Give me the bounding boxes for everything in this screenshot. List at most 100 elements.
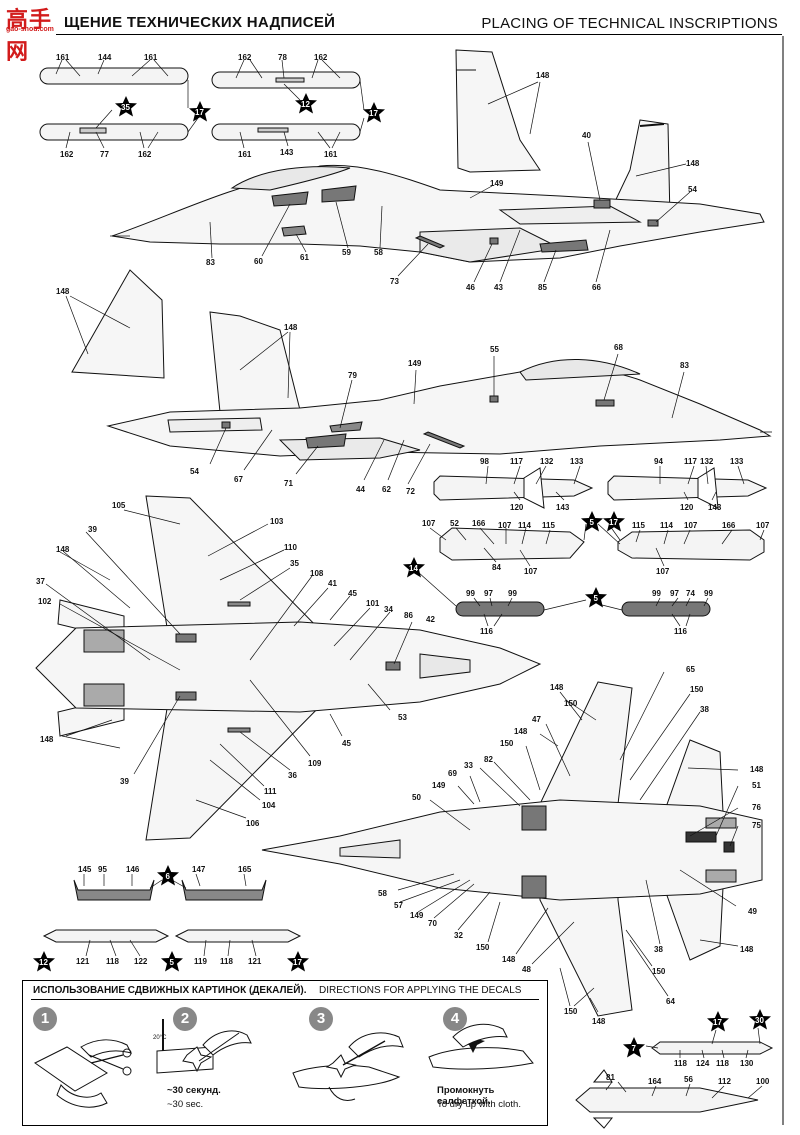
bottom-stencil-76 bbox=[685, 831, 717, 843]
decal-star-17: 17 bbox=[287, 951, 309, 972]
side1-stencil-85 bbox=[539, 239, 589, 253]
decal-star-number: 12 bbox=[301, 100, 310, 109]
label-32: 32 bbox=[454, 931, 463, 940]
step-number: 2 bbox=[173, 1007, 197, 1031]
missile-dark-b bbox=[621, 601, 711, 617]
label-118: 118 bbox=[106, 957, 119, 966]
label-101: 101 bbox=[366, 599, 380, 608]
side2-stencil-54 bbox=[221, 421, 231, 429]
label-114: 114 bbox=[660, 521, 673, 530]
label-65: 65 bbox=[686, 665, 695, 674]
bottom-leaders bbox=[397, 671, 739, 1013]
small-pods-leaders bbox=[83, 873, 257, 957]
label-94: 94 bbox=[654, 457, 663, 466]
hand-tweezers-icon bbox=[202, 1030, 252, 1056]
top-stencil-39b bbox=[175, 691, 197, 701]
step-3-illustration bbox=[292, 1032, 404, 1101]
bottom-right-missiles bbox=[575, 1041, 774, 1129]
label-133: 133 bbox=[730, 457, 744, 466]
missile-stars: 5 17 14 5 bbox=[403, 511, 625, 608]
label-64: 64 bbox=[666, 997, 675, 1006]
top-nozzle-lower bbox=[83, 683, 125, 707]
hand-brush-icon bbox=[348, 1032, 404, 1058]
label-148: 148 bbox=[686, 159, 700, 168]
decal-star-17: 17 bbox=[707, 1011, 729, 1032]
label-133: 133 bbox=[570, 457, 584, 466]
top-leaders bbox=[45, 509, 413, 819]
label-143: 143 bbox=[708, 503, 722, 512]
missile-b bbox=[607, 475, 768, 501]
side2-stencil-72 bbox=[422, 431, 466, 449]
bottom-view-aircraft bbox=[261, 681, 763, 1017]
side2-fuselage bbox=[106, 366, 772, 457]
label-118: 118 bbox=[220, 957, 233, 966]
missile-br-b bbox=[575, 1087, 759, 1113]
decal-star-5: 5 bbox=[585, 587, 607, 608]
drop-tank-2 bbox=[39, 123, 189, 141]
label-115: 115 bbox=[632, 521, 645, 530]
label-76: 76 bbox=[752, 803, 761, 812]
top-stencil-42 bbox=[385, 661, 401, 671]
decal-star-number: 17 bbox=[293, 958, 302, 967]
label-44: 44 bbox=[356, 485, 365, 494]
step-number: 3 bbox=[309, 1007, 333, 1031]
side2-stencil-71 bbox=[305, 433, 347, 449]
side1-stencil-61 bbox=[281, 225, 307, 237]
label-150: 150 bbox=[652, 967, 666, 976]
label-161: 161 bbox=[324, 150, 338, 159]
label-42: 42 bbox=[426, 615, 435, 624]
decal-star-12: 12 bbox=[295, 93, 317, 114]
tank-stencil-77 bbox=[79, 127, 107, 134]
side1-stencil-59 bbox=[321, 185, 357, 203]
label-49: 49 bbox=[748, 907, 757, 916]
label-112: 112 bbox=[718, 1077, 731, 1086]
decal-star-number: 17 bbox=[195, 108, 204, 117]
model-surface-icon bbox=[292, 1064, 401, 1090]
label-166: 166 bbox=[472, 519, 486, 528]
side1-fin-rear bbox=[455, 49, 541, 173]
label-120: 120 bbox=[680, 503, 694, 512]
label-85: 85 bbox=[538, 283, 547, 292]
step-4-caption-russian: Промокнуть салфеткой. bbox=[437, 1085, 495, 1107]
pod-b bbox=[617, 529, 765, 561]
step-2-illustration bbox=[156, 1019, 252, 1074]
label-45: 45 bbox=[348, 589, 357, 598]
decal-star-17: 17 bbox=[189, 101, 211, 122]
label-111: 111 bbox=[264, 787, 277, 796]
br-stars: 17 30 7 bbox=[623, 1009, 771, 1058]
label-79: 79 bbox=[348, 371, 357, 380]
label-122: 122 bbox=[134, 957, 148, 966]
label-36: 36 bbox=[288, 771, 297, 780]
label-100: 100 bbox=[756, 1077, 770, 1086]
title-english: PLACING OF TECHNICAL INSCRIPTIONS bbox=[481, 15, 778, 32]
decal-star-number: 12 bbox=[39, 958, 48, 967]
bottom-stencil-57 bbox=[521, 875, 547, 899]
label-78: 78 bbox=[278, 53, 287, 62]
label-164: 164 bbox=[648, 1077, 662, 1086]
label-161: 161 bbox=[144, 53, 158, 62]
label-109: 109 bbox=[308, 759, 322, 768]
decal-star-number: 5 bbox=[594, 594, 599, 603]
label-38: 38 bbox=[700, 705, 709, 714]
br-leaders bbox=[605, 1027, 763, 1099]
side2-stencil-55 bbox=[489, 395, 499, 403]
label-107: 107 bbox=[656, 567, 670, 576]
label-74: 74 bbox=[686, 589, 695, 598]
step-2: 2 20°C ~30 секунд. ~30 sec. bbox=[153, 1007, 275, 1117]
label-150: 150 bbox=[476, 943, 490, 952]
side1-intake bbox=[419, 227, 562, 263]
sheet-icon bbox=[34, 1046, 108, 1092]
decal-star-7: 7 bbox=[623, 1037, 645, 1058]
label-148: 148 bbox=[750, 765, 764, 774]
label-51: 51 bbox=[752, 781, 761, 790]
decal-star-5: 5 bbox=[161, 951, 183, 972]
decal-star-number: 35 bbox=[121, 103, 130, 112]
bottom-nosegear-bay bbox=[339, 839, 401, 859]
label-69: 69 bbox=[448, 769, 457, 778]
decal-star-17: 17 bbox=[363, 102, 385, 123]
label-119: 119 bbox=[194, 957, 207, 966]
drop-tank-1 bbox=[39, 67, 189, 85]
label-77: 77 bbox=[100, 150, 109, 159]
decal-star-6: 6 bbox=[157, 865, 179, 886]
